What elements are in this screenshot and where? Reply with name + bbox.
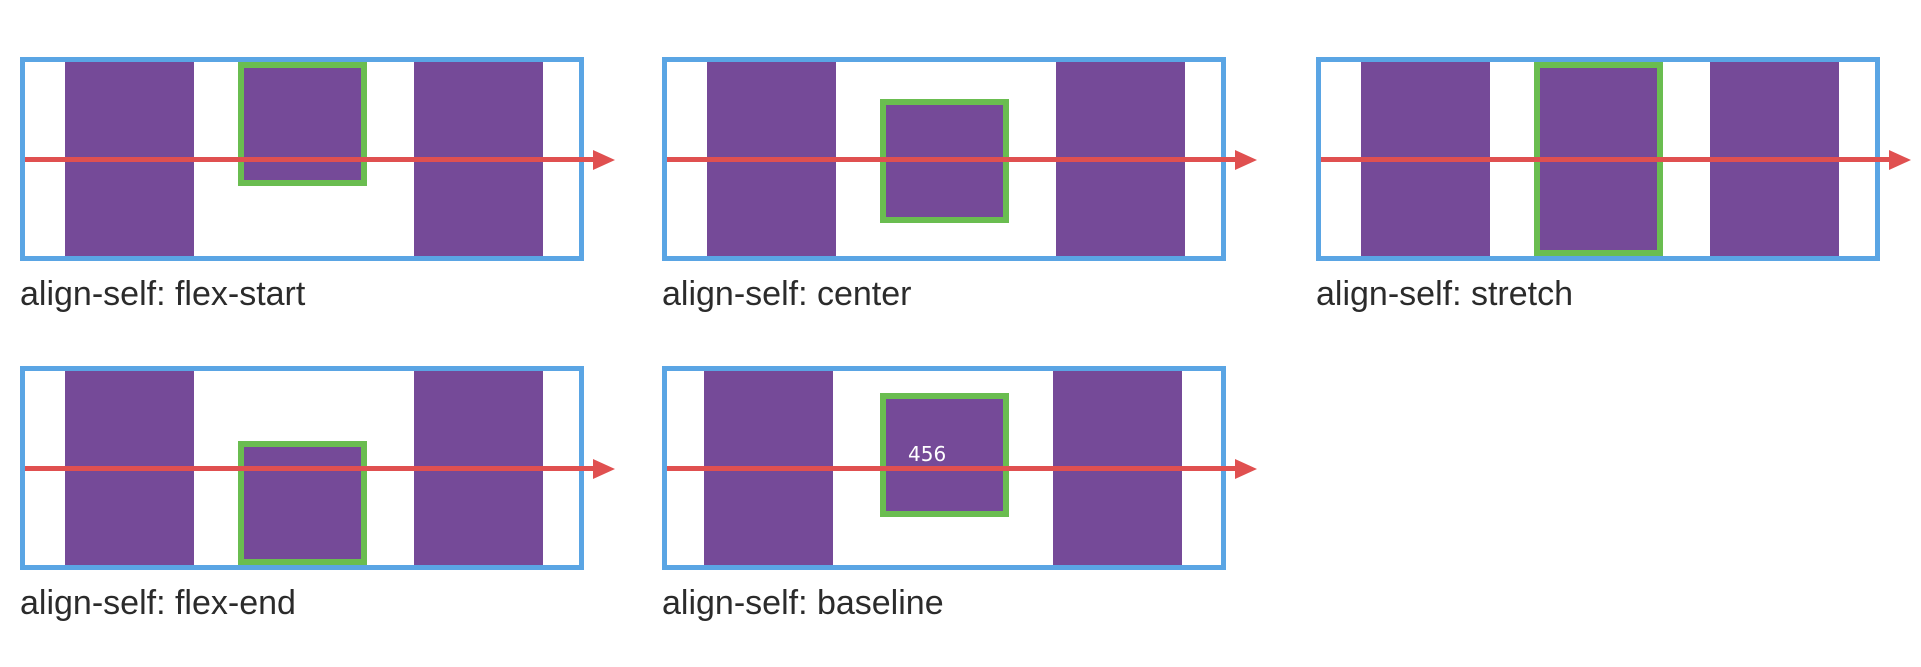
panel-caption: align-self: flex-end xyxy=(20,584,296,622)
panel-flex-end: align-self: flex-end xyxy=(20,366,615,622)
panel-caption: align-self: stretch xyxy=(1316,275,1573,313)
cross-axis-line xyxy=(25,157,593,162)
arrowhead-icon xyxy=(1235,459,1257,479)
highlighted-flex-item xyxy=(238,62,367,186)
panel-caption: align-self: baseline xyxy=(662,584,944,622)
panel-flex-start: align-self: flex-start xyxy=(20,57,615,313)
panel-stretch: align-self: stretch xyxy=(1316,57,1911,313)
panel-caption: align-self: flex-start xyxy=(20,275,306,313)
cross-axis-line xyxy=(25,466,593,471)
arrowhead-icon xyxy=(1889,150,1911,170)
panel-center: align-self: center xyxy=(662,57,1257,313)
arrowhead-icon xyxy=(1235,150,1257,170)
cross-axis-line xyxy=(667,157,1235,162)
arrowhead-icon xyxy=(593,459,615,479)
baseline-line xyxy=(667,466,1235,471)
arrowhead-icon xyxy=(593,150,615,170)
cross-axis-line xyxy=(1321,157,1889,162)
baseline-sample-text: 456 xyxy=(908,442,947,466)
panel-caption: align-self: center xyxy=(662,275,912,313)
highlighted-flex-item: 456 xyxy=(880,393,1009,517)
panel-baseline: 456 align-self: baseline xyxy=(662,366,1257,622)
highlighted-flex-item xyxy=(238,441,367,565)
